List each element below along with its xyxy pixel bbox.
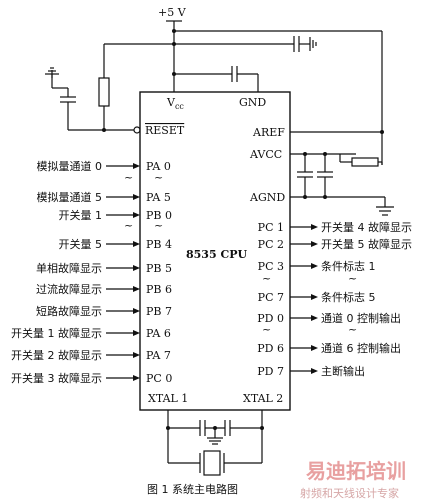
ellipsis-tilde: ~	[348, 323, 357, 336]
left-signal-label: 开关量 3 故障显示	[11, 371, 102, 385]
right-signal-label: 主断输出	[321, 364, 365, 378]
left-signal-label: 过流故障显示	[36, 282, 102, 296]
arrow-right-icon	[133, 330, 140, 336]
chip-name: 8535 CPU	[186, 248, 247, 261]
arrow-right-icon	[311, 263, 318, 269]
chip-pin-label: PB 6	[146, 283, 172, 296]
watermark-sub: 射频和天线设计专家	[300, 486, 399, 500]
chip-pin-label: PC 0	[146, 372, 172, 385]
right-pin-group: PC 1 开关量 4 故障显示 PC 2 开关量 5 故障显示 PC 3 条件标志 1 PC…	[257, 220, 412, 378]
right-signal-label: 开关量 5 故障显示	[321, 237, 412, 251]
arrow-right-icon	[311, 368, 318, 374]
vplus-supply: +5 V	[104, 6, 383, 165]
arrow-right-icon	[311, 224, 318, 230]
xtal1-label: XTAL 1	[148, 392, 188, 405]
left-signal-label: 模拟量通道 0	[37, 159, 103, 173]
chip-pin-label: PB 5	[146, 262, 172, 275]
left-signal-label: 开关量 1	[59, 208, 103, 222]
xtal2-label: XTAL 2	[243, 392, 283, 405]
ellipsis-tilde: ~	[154, 219, 163, 232]
cpu-chip: Vcc GND RESET AREF AVCC AGND 8535 CPU XT…	[139, 91, 291, 411]
vcc-label: Vcc	[166, 96, 184, 111]
chip-pin-label: PA 5	[146, 191, 171, 204]
watermark-brand: 易迪拓培训	[306, 459, 406, 483]
agnd-label: AGND	[249, 191, 285, 204]
chip-pin-label: PA 7	[146, 349, 171, 362]
chip-pin-label: PB 0	[146, 209, 172, 222]
chip-pin-label: PB 4	[146, 238, 172, 251]
arrow-right-icon	[133, 308, 140, 314]
right-signal-label: 条件标志 5	[321, 290, 376, 304]
reset-resistor	[98, 77, 110, 107]
reset-label: RESET	[145, 124, 185, 137]
chip-pin-label: PD 7	[257, 365, 284, 378]
aref-label: AREF	[252, 126, 285, 139]
ellipsis-tilde: ~	[124, 171, 133, 184]
arrow-right-icon	[133, 241, 140, 247]
reset-pin-circle	[133, 126, 141, 134]
right-signal-label: 通道 0 控制输出	[321, 311, 401, 325]
arrow-right-icon	[311, 315, 318, 321]
arrow-right-icon	[133, 352, 140, 358]
arrow-right-icon	[133, 286, 140, 292]
left-signal-label: 开关量 5	[59, 237, 103, 251]
arrow-right-icon	[311, 294, 318, 300]
chip-pin-label: PA 6	[146, 327, 171, 340]
left-signal-label: 开关量 2 故障显示	[11, 348, 102, 362]
arrow-right-icon	[133, 375, 140, 381]
crystal-network	[166, 410, 264, 476]
left-signal-label: 开关量 1 故障显示	[11, 326, 102, 340]
avcc-label: AVCC	[249, 148, 282, 161]
ellipsis-tilde: ~	[262, 272, 271, 285]
arrow-right-icon	[311, 241, 318, 247]
chip-pin-label: PC 7	[258, 291, 284, 304]
analog-reference-network	[290, 130, 394, 216]
arrow-right-icon	[311, 345, 318, 351]
right-signal-label: 开关量 4 故障显示	[321, 220, 412, 234]
left-signal-label: 单相故障显示	[36, 261, 102, 275]
chip-pin-label: PC 2	[258, 238, 284, 251]
chip-pin-label: PA 0	[146, 160, 171, 173]
arrow-right-icon	[133, 194, 140, 200]
chip-pin-label: PD 6	[257, 342, 284, 355]
decoupling-capacitor-2	[172, 66, 259, 92]
arrow-right-icon	[133, 163, 140, 169]
ellipsis-tilde: ~	[154, 171, 163, 184]
crystal	[203, 450, 221, 476]
ellipsis-tilde: ~	[262, 323, 271, 336]
chip-pin-label: PC 1	[258, 221, 284, 234]
vplus-label: +5 V	[158, 6, 187, 19]
chip-pin-label: PB 7	[146, 305, 172, 318]
ellipsis-tilde: ~	[124, 219, 133, 232]
decoupling-capacitor-1	[174, 36, 317, 52]
left-signal-label: 模拟量通道 5	[37, 190, 103, 204]
arrow-right-icon	[133, 265, 140, 271]
chip-pin-label: PC 3	[258, 260, 284, 273]
figure-caption: 图 1 系统主电路图	[147, 483, 238, 496]
reset-network	[45, 44, 141, 134]
right-signal-label: 通道 6 控制输出	[321, 341, 401, 355]
gnd-label: GND	[239, 96, 266, 109]
watermark: 易迪拓培训 射频和天线设计专家	[300, 459, 406, 500]
ellipsis-tilde: ~	[348, 272, 357, 285]
chip-body	[139, 91, 291, 411]
chip-pin-label: PD 0	[257, 312, 284, 325]
right-signal-label: 条件标志 1	[321, 259, 376, 273]
left-pin-group: 模拟量通道 0 PA 0 模拟量通道 5 PA 5 开关量 1 PB 0 开关量 5 PB 4…	[11, 159, 172, 385]
left-signal-label: 短路故障显示	[36, 304, 102, 318]
avcc-filter	[351, 157, 379, 167]
arrow-right-icon	[133, 212, 140, 218]
